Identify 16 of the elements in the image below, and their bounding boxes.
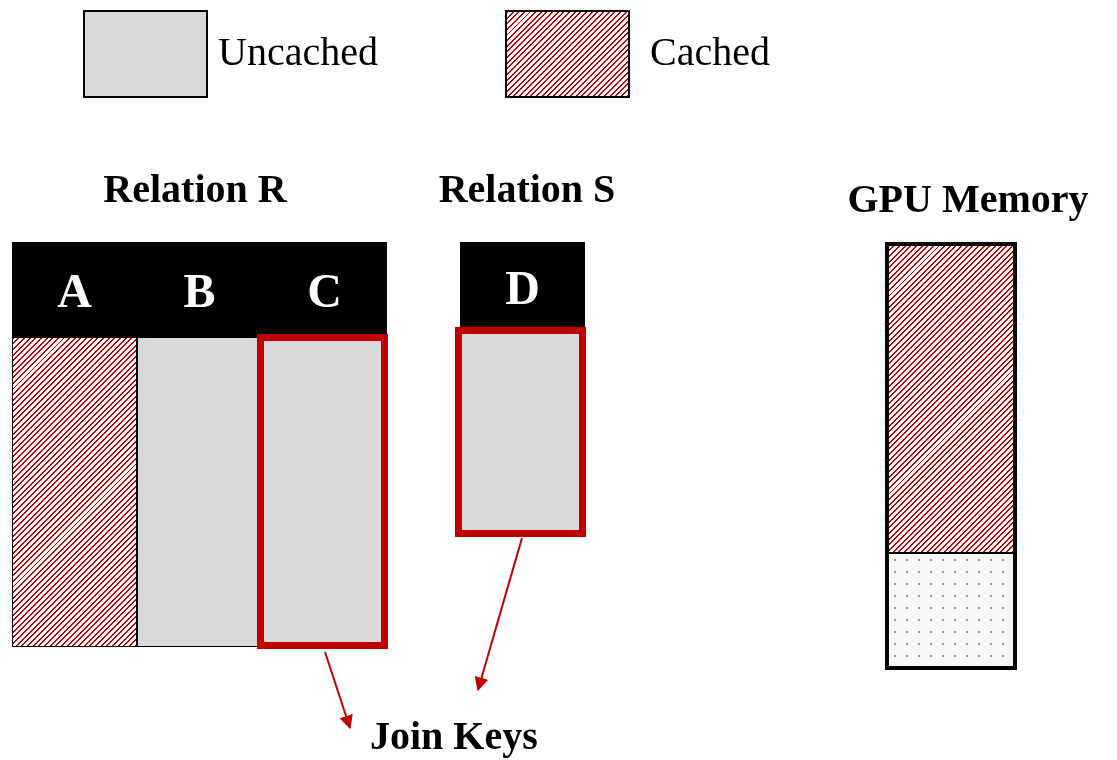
legend-label: Uncached: [218, 28, 378, 75]
memory-title: GPU Memory: [847, 175, 1089, 222]
table-column: [12, 242, 137, 647]
table-column: [137, 242, 262, 647]
join-keys-label: Join Keys: [370, 712, 538, 759]
free-region: [889, 554, 1013, 666]
column-header: B: [138, 243, 261, 338]
arrow: [324, 651, 353, 730]
relation-title: Relation R: [103, 165, 287, 212]
join-key-outline: [455, 327, 586, 537]
legend-label: Cached: [650, 28, 770, 75]
cached-region: [889, 246, 1013, 554]
join-key-outline: [257, 334, 388, 649]
relation-title: Relation S: [438, 165, 616, 212]
arrow: [474, 537, 523, 692]
column-header: A: [13, 243, 136, 338]
